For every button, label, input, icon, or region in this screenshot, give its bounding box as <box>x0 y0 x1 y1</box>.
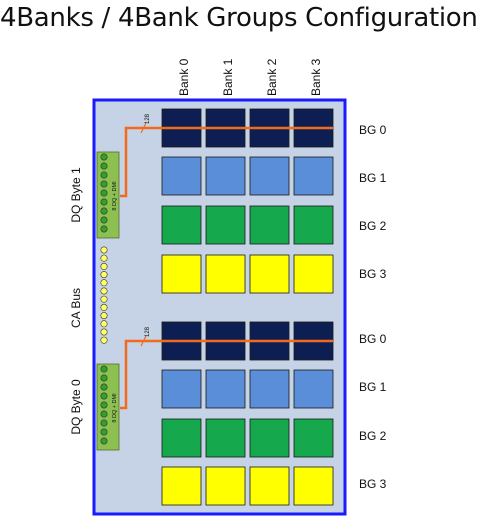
ca-bus-pin-9 <box>100 320 108 328</box>
bank-cell-top-bg1-bank3 <box>293 156 334 196</box>
bg-label-bottom-3: BG 3 <box>359 477 387 491</box>
ca-bus-pin-0 <box>100 246 108 254</box>
bank-cell-top-bg3-bank3 <box>293 254 334 294</box>
diagram-title: 4Banks / 4Bank Groups Configuration <box>0 3 478 33</box>
bg-label-top-0: BG 0 <box>359 123 387 137</box>
ca-bus-pin-3 <box>100 271 108 279</box>
dq-byte-1-pin-label: 8 DQ + DMI <box>112 181 118 211</box>
bank-cell-top-bg1-bank0 <box>161 156 202 196</box>
bank-cell-bottom-bg2-bank2 <box>249 418 290 458</box>
dq-byte-0-pin-3 <box>100 392 108 400</box>
bank-cell-top-bg2-bank1 <box>205 205 246 245</box>
dq-byte-1-pin-4 <box>100 189 108 197</box>
dq-byte-0-pin-1 <box>100 374 108 382</box>
dq-byte-0-pins <box>100 365 108 445</box>
dq-byte-0-pin-5 <box>100 410 108 418</box>
bg-label-bottom-1: BG 1 <box>359 380 387 394</box>
bank-cell-bottom-bg3-bank2 <box>249 466 290 506</box>
dq-byte-1-label: DQ Byte 1 <box>69 167 83 223</box>
ca-bus-pins <box>100 246 108 344</box>
bank-header-3: Bank 3 <box>309 58 323 96</box>
bank-header-0: Bank 0 <box>177 58 191 96</box>
bank-cell-bottom-bg1-bank2 <box>249 369 290 409</box>
dq-byte-1-pin-1 <box>100 162 108 170</box>
bg-label-bottom-2: BG 2 <box>359 429 387 443</box>
bank-header-2: Bank 2 <box>265 58 279 96</box>
ca-bus-label: CA Bus <box>69 288 83 328</box>
bank-cell-top-bg2-bank0 <box>161 205 202 245</box>
dq-byte-1-pin-block: 8 DQ + DMI <box>96 151 120 239</box>
data-bus-top <box>120 122 333 198</box>
bank-cell-top-bg1-bank2 <box>249 156 290 196</box>
ca-bus-pin-6 <box>100 295 108 303</box>
bg-label-bottom-0: BG 0 <box>359 332 387 346</box>
bank-cell-top-bg3-bank2 <box>249 254 290 294</box>
bg-label-top-1: BG 1 <box>359 171 387 185</box>
dq-byte-0-label: DQ Byte 0 <box>69 379 83 435</box>
bank-cell-bottom-bg3-bank1 <box>205 466 246 506</box>
bank-cell-bottom-bg1-bank3 <box>293 369 334 409</box>
bank-cell-bottom-bg1-bank1 <box>205 369 246 409</box>
bank-cell-top-bg3-bank0 <box>161 254 202 294</box>
dq-byte-1-pin-0 <box>100 153 108 161</box>
ca-bus-pin-4 <box>100 279 108 287</box>
bank-cell-bottom-bg2-bank3 <box>293 418 334 458</box>
dq-byte-0-pin-2 <box>100 383 108 391</box>
bank-cell-bottom-bg2-bank0 <box>161 418 202 458</box>
dq-byte-0-pin-4 <box>100 401 108 409</box>
dq-byte-1-pin-2 <box>100 171 108 179</box>
dq-byte-0-pin-label: 8 DQ + DMI <box>112 393 118 423</box>
bg-label-top-2: BG 2 <box>359 219 387 233</box>
bank-cell-top-bg3-bank1 <box>205 254 246 294</box>
dq-byte-1-pin-5 <box>100 198 108 206</box>
bank-cell-top-bg2-bank3 <box>293 205 334 245</box>
ca-bus-pin-8 <box>100 312 108 320</box>
dq-byte-1-pin-3 <box>100 180 108 188</box>
dq-byte-1-pin-8 <box>100 225 108 233</box>
dq-byte-0-pin-block: 8 DQ + DMI <box>96 363 120 451</box>
bank-cell-bottom-bg2-bank1 <box>205 418 246 458</box>
ca-bus-pin-1 <box>100 254 108 262</box>
ca-bus-pin-2 <box>100 262 108 270</box>
bank-header-1: Bank 1 <box>221 58 235 96</box>
dq-byte-0-pin-6 <box>100 419 108 427</box>
bank-cell-bottom-bg1-bank0 <box>161 369 202 409</box>
dq-byte-0-pin-7 <box>100 428 108 436</box>
bank-cell-bottom-bg3-bank3 <box>293 466 334 506</box>
dq-byte-0-pin-0 <box>100 365 108 373</box>
dq-byte-1-pins <box>100 153 108 233</box>
data-bus-bottom <box>120 335 333 410</box>
data-bus-bottom-width: 128 <box>145 326 151 337</box>
bank-group-diagram: Bank 0 Bank 1 Bank 2 Bank 3 BG 0 BG 1 BG… <box>69 58 387 516</box>
ca-bus-pin-7 <box>100 303 108 311</box>
ca-bus-pin-5 <box>100 287 108 295</box>
dq-byte-1-pin-7 <box>100 216 108 224</box>
bg-label-top-3: BG 3 <box>359 267 387 281</box>
dq-byte-0-pin-8 <box>100 437 108 445</box>
data-bus-top-width: 128 <box>145 113 151 124</box>
bank-cell-bottom-bg3-bank0 <box>161 466 202 506</box>
dq-byte-1-pin-6 <box>100 207 108 215</box>
bank-headers: Bank 0 Bank 1 Bank 2 Bank 3 <box>177 58 323 96</box>
ca-bus-pin-11 <box>100 336 108 344</box>
bank-cell-top-bg2-bank2 <box>249 205 290 245</box>
bank-cell-top-bg1-bank1 <box>205 156 246 196</box>
ca-bus-pin-10 <box>100 328 108 336</box>
bank-group-labels: BG 0 BG 1 BG 2 BG 3 BG 0 BG 1 BG 2 BG 3 <box>359 123 387 491</box>
